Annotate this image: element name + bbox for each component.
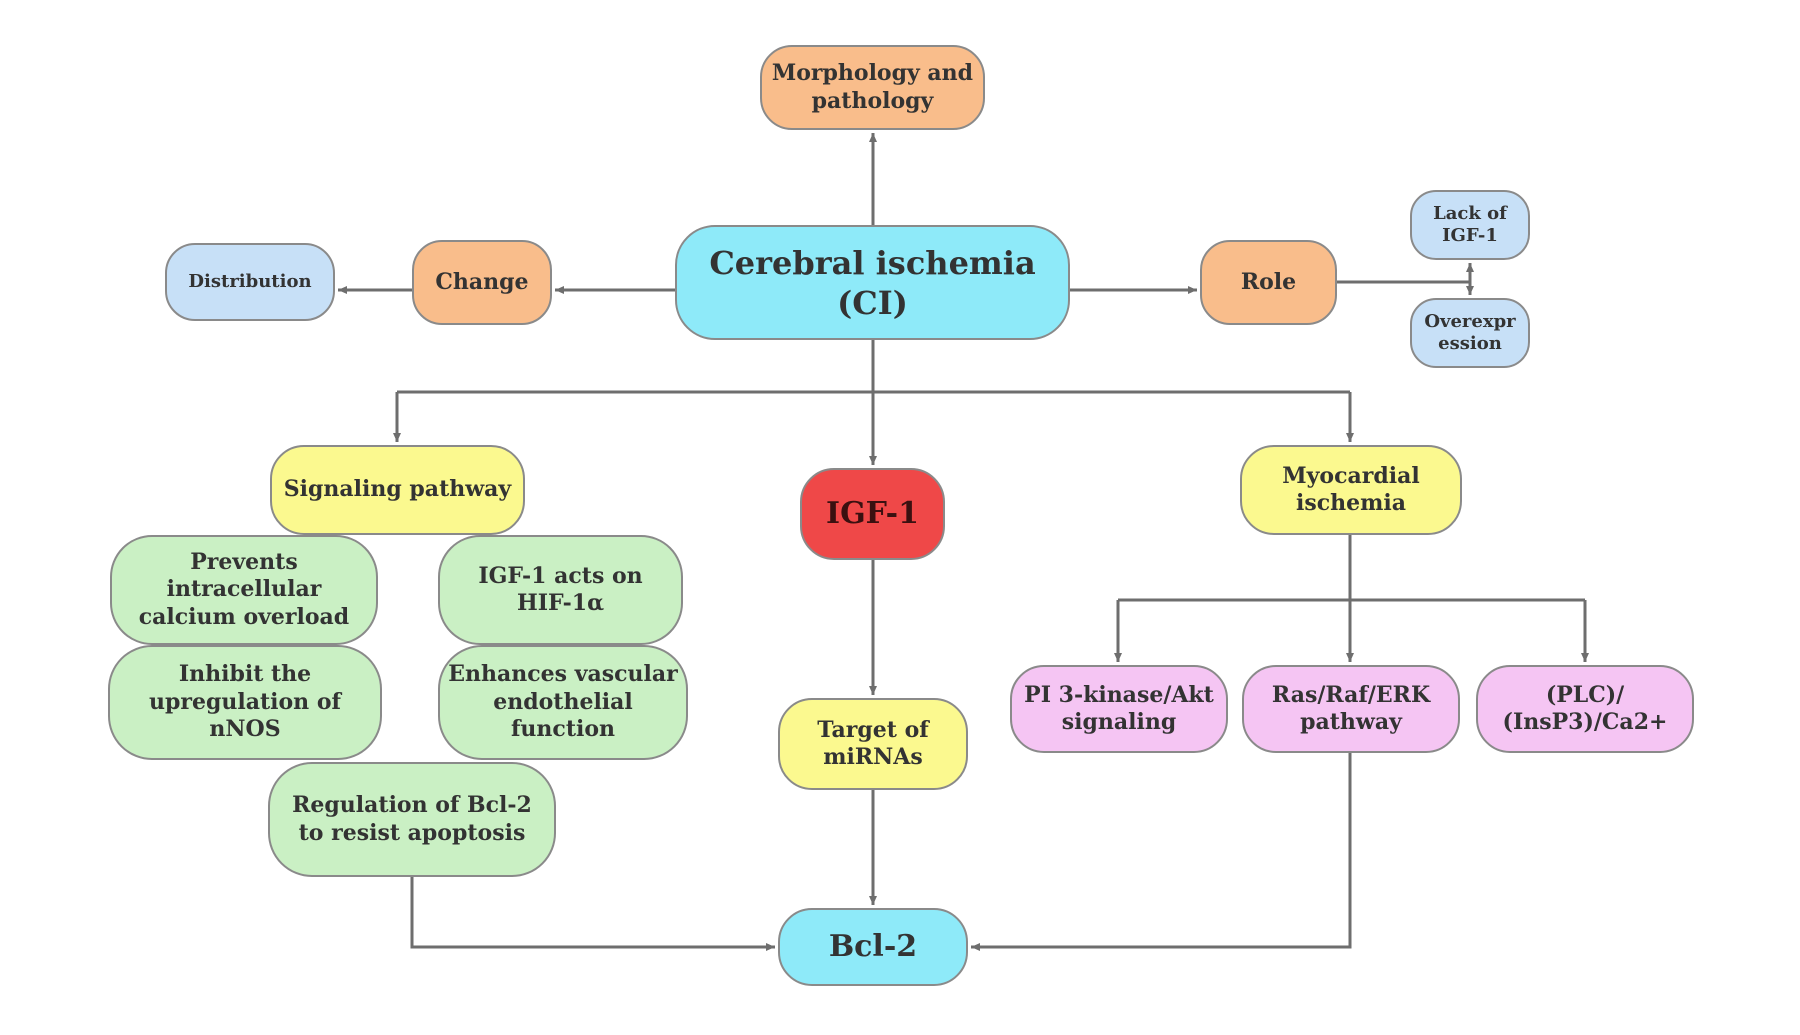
- node-label: Prevents intracellular calcium overload: [138, 548, 350, 630]
- node-distribution: Distribution: [165, 243, 335, 321]
- node-label: Change: [435, 268, 529, 295]
- node-change: Change: [412, 240, 552, 325]
- node-igf1-acts-on-hif1a: IGF-1 acts on HIF-1α: [438, 535, 683, 645]
- node-label: Morphology and pathology: [771, 60, 974, 114]
- node-signaling-pathway: Signaling pathway: [270, 445, 525, 535]
- node-lack-of-igf1: Lack of IGF-1: [1410, 190, 1530, 260]
- node-role: Role: [1200, 240, 1337, 325]
- node-regulation-of-bcl2: Regulation of Bcl-2 to resist apoptosis: [268, 762, 556, 877]
- edge-ras-to-bcl2: [971, 753, 1352, 951]
- node-label: IGF-1: [826, 496, 919, 532]
- node-label: Enhances vascular endothelial function: [448, 661, 678, 743]
- node-label: Lack of IGF-1: [1433, 202, 1507, 247]
- node-pi3k-akt-signaling: PI 3-kinase/Akt signaling: [1010, 665, 1228, 753]
- node-label: IGF-1 acts on HIF-1α: [478, 562, 643, 617]
- node-label: Ras/Raf/ERK pathway: [1271, 681, 1431, 736]
- node-label: Regulation of Bcl-2 to resist apoptosis: [292, 792, 532, 846]
- node-label: Myocardial ischemia: [1282, 462, 1420, 517]
- node-enhances-vascular-function: Enhances vascular endothelial function: [438, 645, 688, 760]
- node-plc-insp3-ca2: (PLC)/ (InsP3)/Ca2+: [1476, 665, 1694, 753]
- node-igf1: IGF-1: [800, 468, 945, 560]
- node-overexpression: Overexpr ession: [1410, 298, 1530, 368]
- node-label: Bcl-2: [828, 929, 918, 965]
- node-bcl2: Bcl-2: [778, 908, 968, 986]
- node-label: Inhibit the upregulation of nNOS: [149, 661, 341, 743]
- node-label: Signaling pathway: [283, 476, 512, 503]
- node-target-of-mirnas: Target of miRNAs: [778, 698, 968, 790]
- node-morphology-and-pathology: Morphology and pathology: [760, 45, 985, 130]
- node-label: Overexpr ession: [1424, 310, 1516, 355]
- node-ras-raf-erk-pathway: Ras/Raf/ERK pathway: [1242, 665, 1460, 753]
- node-label: PI 3-kinase/Akt signaling: [1024, 681, 1214, 736]
- node-myocardial-ischemia: Myocardial ischemia: [1240, 445, 1462, 535]
- node-label: Distribution: [188, 270, 312, 292]
- node-label: Cerebral ischemia (CI): [709, 243, 1036, 322]
- node-label: Target of miRNAs: [817, 716, 929, 771]
- edge-regulation-to-bcl2: [410, 877, 775, 951]
- node-prevents-calcium-overload: Prevents intracellular calcium overload: [110, 535, 378, 645]
- node-inhibit-nnos: Inhibit the upregulation of nNOS: [108, 645, 382, 760]
- node-label: (PLC)/ (InsP3)/Ca2+: [1502, 681, 1668, 736]
- node-label: Role: [1240, 268, 1297, 295]
- node-cerebral-ischemia: Cerebral ischemia (CI): [675, 225, 1070, 340]
